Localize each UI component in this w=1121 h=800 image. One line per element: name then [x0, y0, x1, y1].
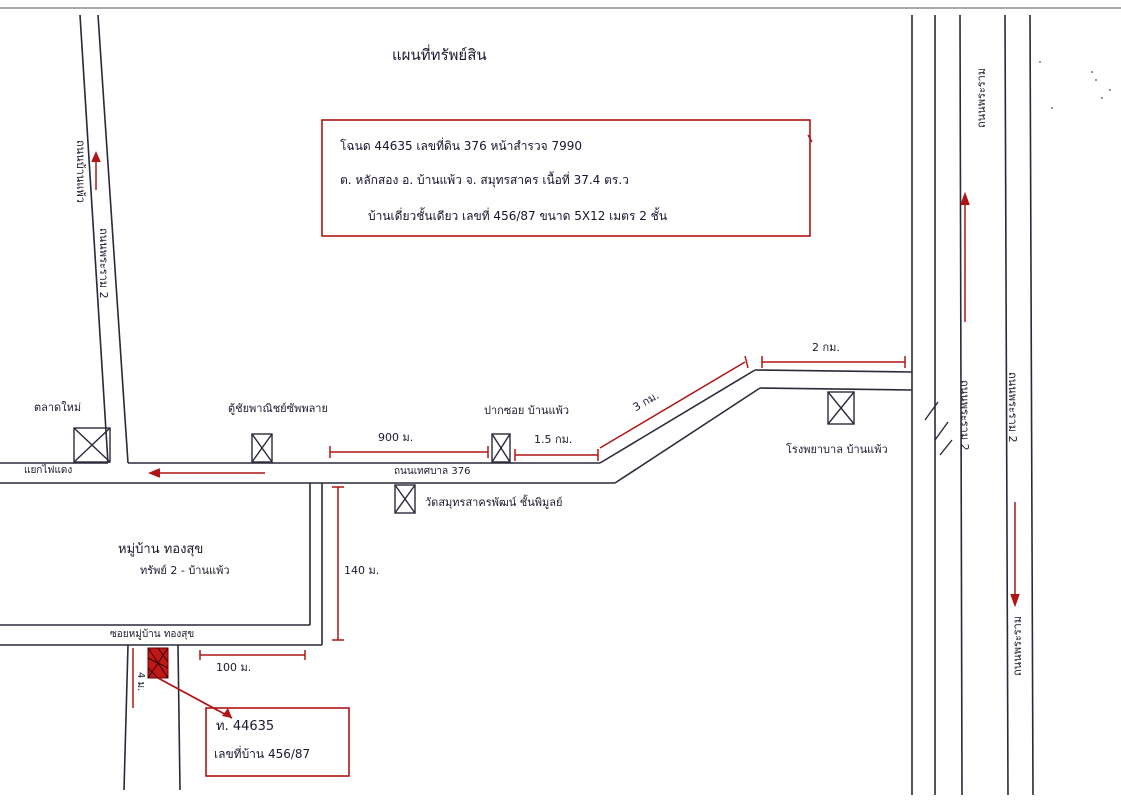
market-building-icon	[73, 427, 111, 463]
info-box-tick	[807, 134, 813, 143]
highway-top-label: ถนนพระราม	[975, 67, 988, 128]
hospital-building-icon	[827, 391, 855, 425]
lane-width-label: 4 ม.	[135, 672, 146, 692]
left-vertical-road	[79, 14, 129, 464]
dimension-100m	[199, 650, 306, 660]
distance-900m: 900 ม.	[378, 431, 414, 444]
ban-phaeo-mouth-icon	[491, 433, 511, 463]
distance-2km: 2 กม.	[812, 341, 840, 354]
distance-1-5km: 1.5 กม.	[534, 433, 573, 446]
village-block	[0, 483, 323, 646]
market-label: ตลาดใหม่	[34, 401, 82, 414]
soi-label: ซอยหมู่บ้าน ทองสุข	[110, 629, 195, 640]
temple-building-icon	[394, 484, 416, 514]
scan-speckles	[1039, 61, 1111, 109]
dimension-3km	[599, 355, 749, 449]
info-line-2: ต. หลักสอง อ. บ้านแพ้ว จ. สมุทรสาคร เนื้…	[340, 173, 629, 187]
soi-road	[123, 644, 181, 791]
property-pointer-arrowhead	[222, 708, 232, 718]
temple-label: วัดสมุทรสาครพัฒน์ ชั้นพิมูลย์	[425, 496, 563, 509]
village-label: หมู่บ้าน ทองสุข	[118, 542, 204, 557]
property-pointer-line	[157, 677, 233, 719]
info-line-1: โฉนด 44635 เลขที่ดิน 376 หน้าสำรวจ 7990	[340, 139, 582, 153]
highway-b-label: ถนนพระราม 2	[1006, 372, 1019, 443]
arrow-left-vertical-up	[91, 151, 101, 190]
highway-bottom-label: ถนนพระราม	[1011, 615, 1024, 676]
left-road-lower-label: ถนนพระราม 2	[97, 228, 110, 299]
dimension-140m	[332, 486, 344, 641]
map-title: แผนที่ทรัพย์สิน	[392, 46, 487, 64]
distance-140m: 140 ม.	[344, 564, 380, 577]
highway-a-label: ถนนพระราม 2	[958, 380, 971, 451]
info-box	[321, 119, 811, 237]
info-line-3: บ้านเดี่ยวชั้นเดียว เลขที่ 456/87 ขนาด 5…	[368, 209, 668, 223]
property-deed-label: ท. 44635	[216, 719, 275, 734]
arrow-main-road-west	[147, 468, 265, 478]
shop-label: ตู้ชัยพาณิชย์ซัพพลาย	[228, 402, 328, 415]
arrow-highway-south	[1010, 502, 1020, 608]
left-road-vertical-label: ถนนบ้านแพ้ว	[74, 140, 87, 203]
dimension-1-5km	[514, 449, 599, 461]
median-crossing	[924, 401, 953, 456]
ban-phaeo-mouth-label: ปากซอย บ้านแพ้ว	[484, 404, 570, 417]
property-marker-icon	[147, 647, 169, 679]
distance-100m: 100 ม.	[216, 661, 252, 674]
arrow-highway-north	[960, 191, 970, 322]
dimension-900m	[329, 446, 489, 458]
road-name-label: ถนนเทศบาล 376	[394, 466, 471, 477]
junction-label: แยกไฟแดง	[24, 465, 73, 476]
shop-building-icon	[251, 433, 273, 463]
main-road	[0, 369, 913, 484]
property-house-number: เลขที่บ้าน 456/87	[214, 747, 311, 761]
hospital-label: โรงพยาบาล บ้านแพ้ว	[786, 443, 888, 456]
dimension-2km	[761, 356, 906, 368]
property-box	[205, 707, 350, 777]
village-sub-label: ทรัพย์ 2 - บ้านแพ้ว	[140, 564, 230, 577]
